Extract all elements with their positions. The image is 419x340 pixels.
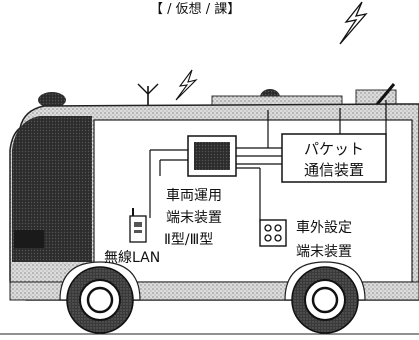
vehicle-terminal-monitor (187, 135, 237, 177)
antenna-signal-lightning-icon (175, 69, 198, 101)
wireless-lan-device-icon (129, 208, 147, 243)
external-terminal-label-line1: 車外設定 (296, 219, 352, 236)
external-terminal-device-icon (259, 219, 287, 247)
wiring-lines (149, 100, 387, 222)
roof-antenna-icon (137, 83, 159, 105)
headlight-area (14, 230, 44, 248)
packet-device-box (281, 133, 387, 183)
vehicle-terminal-label-line1: 車両運用 (166, 187, 222, 204)
wireless-lan-label: 無線LAN (104, 250, 160, 266)
front-wheel (66, 266, 134, 334)
rear-wheel (291, 266, 359, 334)
packet-device-label-line2: 通信装置 (304, 161, 364, 179)
front-windscreen (12, 116, 92, 262)
vehicle-terminal-label-line2: 端末装置 (166, 210, 222, 226)
packet-device-label-line1: パケット (304, 140, 364, 158)
external-terminal-label-line2: 端末装置 (296, 244, 352, 260)
vehicle-terminal-label-line3: Ⅱ型/Ⅲ型 (164, 232, 213, 248)
header-partial-title: 【 / 仮想 / 課】 (150, 1, 240, 17)
radio-wave-lightning-icon (339, 1, 368, 45)
roof-beacon-left (38, 92, 66, 108)
